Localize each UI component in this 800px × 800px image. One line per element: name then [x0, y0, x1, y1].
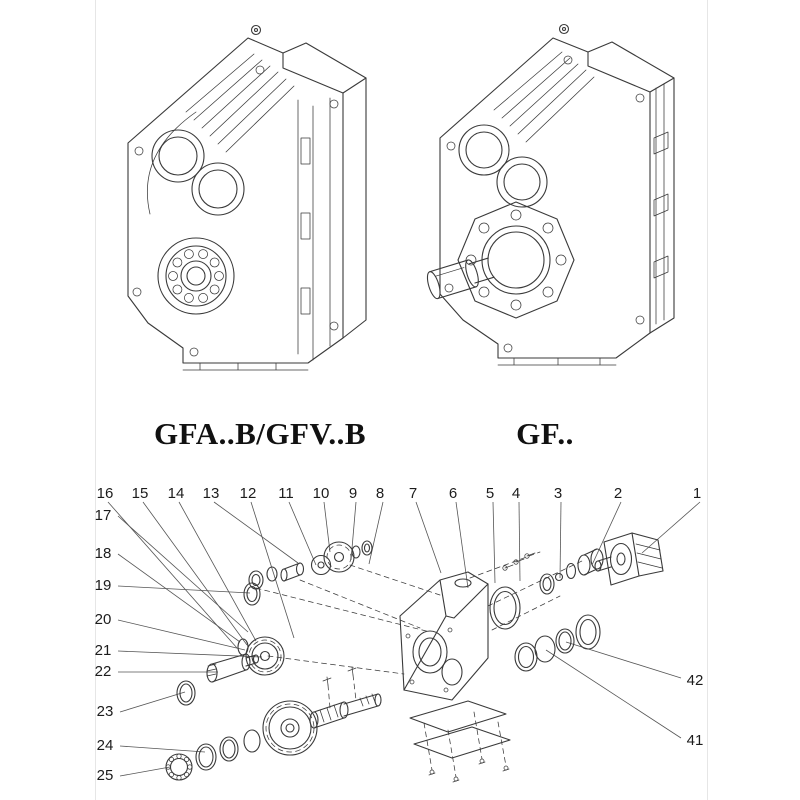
feet — [497, 357, 617, 366]
housing-screws — [502, 552, 536, 571]
leader-lines — [107, 501, 701, 777]
part-number-21: 21 — [95, 642, 112, 659]
part-number-1: 1 — [693, 485, 701, 502]
part-number-23: 23 — [97, 703, 114, 720]
input-assembly — [489, 532, 664, 630]
part-number-25: 25 — [97, 767, 114, 784]
gfab-line-drawing — [127, 24, 367, 371]
part-numbers: 16 15 14 13 12 11 10 9 8 7 6 5 4 3 2 1 1… — [95, 485, 704, 784]
model-label-gf: GF.. — [516, 416, 574, 451]
part-number-3: 3 — [554, 485, 562, 502]
part-number-6: 6 — [449, 485, 457, 502]
cover-plates — [409, 700, 511, 783]
part-number-24: 24 — [97, 737, 114, 754]
feet — [182, 362, 309, 371]
output-rings — [514, 614, 601, 672]
gearbox-body — [426, 23, 675, 366]
part-number-9: 9 — [349, 485, 357, 502]
part-number-5: 5 — [486, 485, 494, 502]
gearbox-body — [127, 24, 367, 371]
gear-housing — [399, 571, 489, 701]
page-edge-right — [707, 0, 708, 800]
output-bearing — [157, 237, 235, 315]
part-number-2: 2 — [614, 485, 622, 502]
mounting-rails — [653, 83, 669, 325]
part-number-4: 4 — [512, 485, 520, 502]
part-number-42: 42 — [687, 672, 704, 689]
model-label-gfab: GFA..B/GFV..B — [153, 416, 367, 451]
exploded-view: 16 15 14 13 12 11 10 9 8 7 6 5 4 3 2 1 1… — [0, 460, 800, 800]
assembly-axis-lines — [255, 551, 585, 675]
part-number-13: 13 — [203, 485, 220, 502]
cooling-fins — [493, 51, 595, 143]
output-shaft-assembly — [195, 666, 382, 771]
gfab-drawing — [108, 8, 398, 393]
part-number-12: 12 — [240, 485, 257, 502]
gf-drawing — [418, 8, 708, 388]
part-number-16: 16 — [97, 485, 114, 502]
gf-line-drawing — [426, 23, 675, 366]
output-flange — [457, 201, 575, 319]
gear-bores — [151, 129, 245, 216]
mid-gear-assembly — [176, 582, 285, 706]
output-shaft — [426, 257, 495, 300]
part-number-19: 19 — [95, 577, 112, 594]
gear-bores — [458, 124, 548, 208]
mounting-rails — [297, 97, 331, 361]
part-number-7: 7 — [409, 485, 417, 502]
part-number-8: 8 — [376, 485, 384, 502]
part-number-11: 11 — [278, 485, 294, 502]
part-number-14: 14 — [168, 485, 185, 502]
part-number-20: 20 — [95, 611, 112, 628]
part-number-10: 10 — [313, 485, 330, 502]
part-number-17: 17 — [95, 507, 112, 524]
corner-screws — [444, 55, 645, 353]
page-edge-left — [95, 0, 96, 800]
part-number-15: 15 — [132, 485, 149, 502]
part-number-22: 22 — [95, 663, 112, 680]
part-number-41: 41 — [687, 732, 704, 749]
intermediate-shaft-assembly — [248, 540, 373, 590]
exploded-parts — [165, 532, 664, 783]
output-bearing-part — [165, 753, 193, 781]
exploded-diagram: 16 15 14 13 12 11 10 9 8 7 6 5 4 3 2 1 1… — [95, 485, 704, 784]
corner-screws — [132, 65, 339, 357]
cooling-fins — [185, 53, 295, 153]
part-number-18: 18 — [95, 545, 112, 562]
